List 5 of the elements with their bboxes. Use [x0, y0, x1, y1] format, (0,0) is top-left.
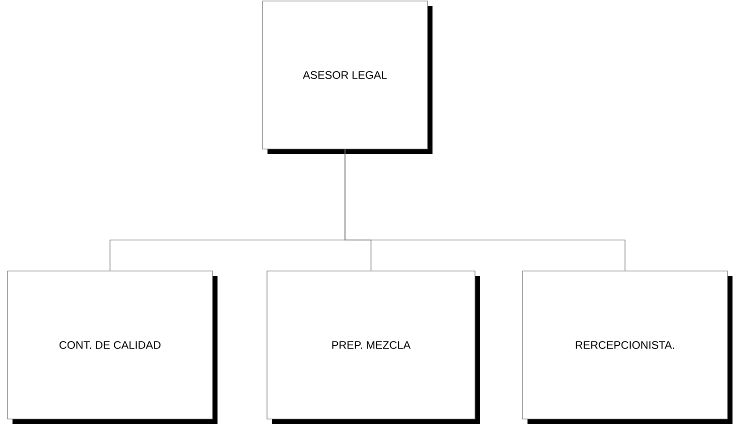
org-box: PREP. MEZCLA: [266, 270, 480, 424]
org-box: RERCEPCIONISTA.: [522, 270, 732, 424]
org-box: ASESOR LEGAL: [262, 0, 432, 154]
connector-line: [344, 148, 626, 271]
org-box: CONT. DE CALIDAD: [7, 270, 218, 424]
